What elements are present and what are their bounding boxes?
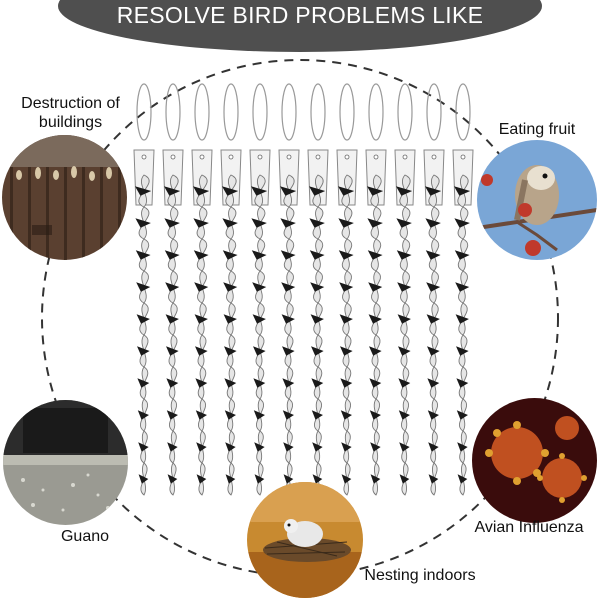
spiral-rod [162, 83, 184, 496]
spiral-rod [191, 83, 213, 496]
spiral-rod [220, 83, 242, 496]
spiral-rod [278, 83, 300, 496]
label-avian-influenza: Avian Influenza [474, 519, 584, 536]
spiral-rod [336, 83, 358, 496]
nesting-photo [247, 482, 363, 598]
bird-eating-fruit-photo [477, 140, 597, 260]
spiral-rod [394, 83, 416, 496]
virus-photo [472, 398, 597, 523]
label-destruction-of-buildings: Destruction of buildings [21, 95, 120, 131]
spiral-rod [423, 83, 445, 496]
guano-photo [3, 400, 128, 525]
label-eating-fruit: Eating fruit [498, 121, 576, 138]
spiral-rod [133, 83, 155, 496]
label-nesting-indoors: Nesting indoors [364, 567, 476, 584]
spiral-rod [307, 83, 329, 496]
spiral-rod [452, 83, 474, 496]
label-guano: Guano [60, 528, 110, 545]
spiral-rod [249, 83, 271, 496]
spiral-rod [365, 83, 387, 496]
banner-title: RESOLVE BIRD PROBLEMS LIKE [116, 2, 484, 28]
building-damage-photo [2, 135, 127, 260]
